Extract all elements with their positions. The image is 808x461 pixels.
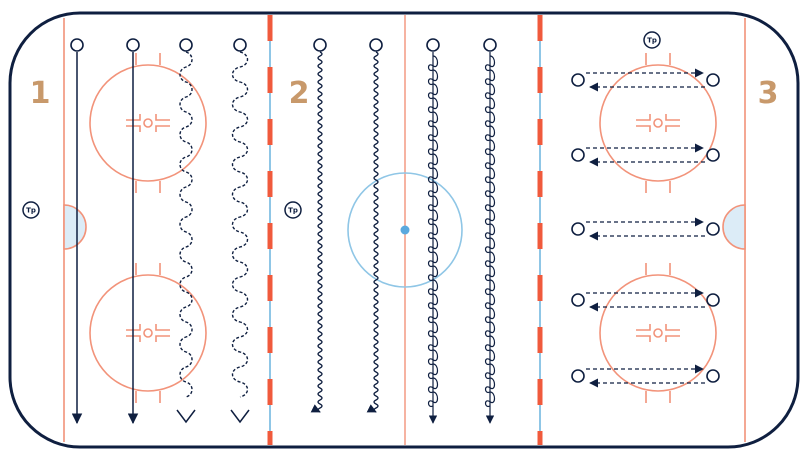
- zone-number-3: 3: [758, 76, 779, 111]
- coach-label: Tp: [26, 207, 36, 215]
- faceoff-circle: [599, 53, 717, 193]
- center-circle: [347, 172, 463, 288]
- player-circle-icon: [571, 222, 585, 236]
- zone-number-2: 2: [289, 76, 310, 111]
- player-circle-icon: [706, 293, 720, 307]
- player-circle-icon: [571, 369, 585, 383]
- player-circle-icon: [571, 73, 585, 87]
- drill-paths: [70, 38, 720, 425]
- coach-label: Tp: [288, 207, 298, 215]
- player-circle-icon: [233, 38, 247, 52]
- player-circle-icon: [571, 293, 585, 307]
- player-circle-icon: [706, 222, 720, 236]
- player-circle-icon: [571, 148, 585, 162]
- player-circle-icon: [706, 369, 720, 383]
- player-circle-icon: [179, 38, 193, 52]
- arrow-down-icon: [176, 409, 196, 424]
- player-circle-icon: [126, 38, 140, 52]
- player-circle-icon: [706, 73, 720, 87]
- player-circle-icon: [706, 148, 720, 162]
- player-circle-icon: [426, 38, 440, 52]
- faceoff-circle: [89, 263, 207, 403]
- crossover-path: [179, 51, 193, 398]
- zone-number-1: 1: [30, 76, 51, 111]
- coach-label: Tp: [647, 37, 657, 45]
- player-circle-icon: [313, 38, 327, 52]
- skate-path-wavy: [310, 51, 323, 413]
- coach-marker-icon: Tp: [643, 31, 661, 49]
- coach-marker-icon: Tp: [284, 201, 302, 219]
- faceoff-circle: [599, 263, 717, 403]
- center-faceoff-dot: [400, 225, 410, 235]
- skate-path-wavy: [366, 51, 379, 413]
- faceoff-circle: [89, 53, 207, 193]
- goal-crease-left: [63, 204, 87, 250]
- player-circle-icon: [483, 38, 497, 52]
- faceoff-circles: [89, 53, 717, 403]
- arrow-down-icon: [230, 409, 250, 424]
- crossover-path: [427, 55, 439, 408]
- crossover-path: [484, 55, 496, 408]
- goal-crease-right: [722, 204, 746, 250]
- player-circle-icon: [70, 38, 84, 52]
- player-circle-icon: [369, 38, 383, 52]
- crossover-path: [231, 51, 249, 398]
- coach-marker-icon: Tp: [22, 201, 40, 219]
